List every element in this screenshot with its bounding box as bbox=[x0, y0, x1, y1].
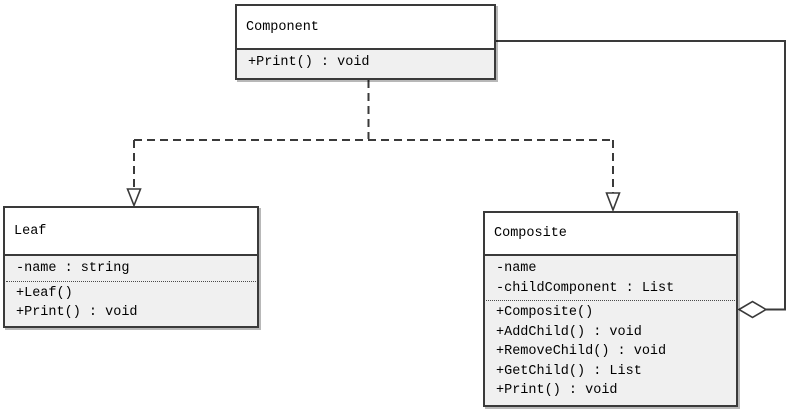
attribute-row: -childComponent : List bbox=[496, 280, 675, 296]
class-box-component: Component +Print() : void bbox=[235, 4, 496, 80]
method-row: +Composite() bbox=[496, 305, 594, 320]
method-row: +AddChild() : void bbox=[496, 324, 642, 340]
method-row: +Print() : void bbox=[496, 383, 618, 398]
hollow-triangle-arrowhead bbox=[126, 188, 142, 208]
method-row: +Leaf() bbox=[16, 285, 73, 301]
attributes-methods-separator bbox=[486, 300, 735, 301]
attribute-row: -name bbox=[496, 261, 537, 276]
members-compartment: -name : string +Leaf() +Print() : void bbox=[5, 254, 257, 326]
class-name: Composite bbox=[485, 213, 736, 254]
realization-connector-trunk bbox=[134, 80, 613, 141]
method-row: +Print() : void bbox=[16, 305, 138, 320]
attribute-row: -name : string bbox=[16, 261, 130, 276]
class-box-leaf: Leaf -name : string +Leaf() +Print() : v… bbox=[3, 206, 259, 328]
realization-connector-leaf bbox=[126, 140, 142, 208]
method-row: +GetChild() : List bbox=[496, 363, 642, 379]
aggregation-diamond-icon bbox=[737, 300, 768, 319]
hollow-triangle-arrowhead bbox=[605, 192, 621, 213]
class-name: Leaf bbox=[5, 208, 257, 254]
class-box-composite: Composite -name -childComponent : List +… bbox=[483, 211, 738, 407]
members-compartment: -name -childComponent : List +Composite(… bbox=[485, 254, 736, 405]
method-row: +Print() : void bbox=[248, 55, 370, 70]
members-compartment: +Print() : void bbox=[237, 48, 494, 78]
method-row: +RemoveChild() : void bbox=[496, 344, 667, 359]
class-name: Component bbox=[237, 6, 494, 48]
attributes-methods-separator bbox=[6, 280, 256, 282]
realization-connector-composite bbox=[605, 140, 621, 213]
